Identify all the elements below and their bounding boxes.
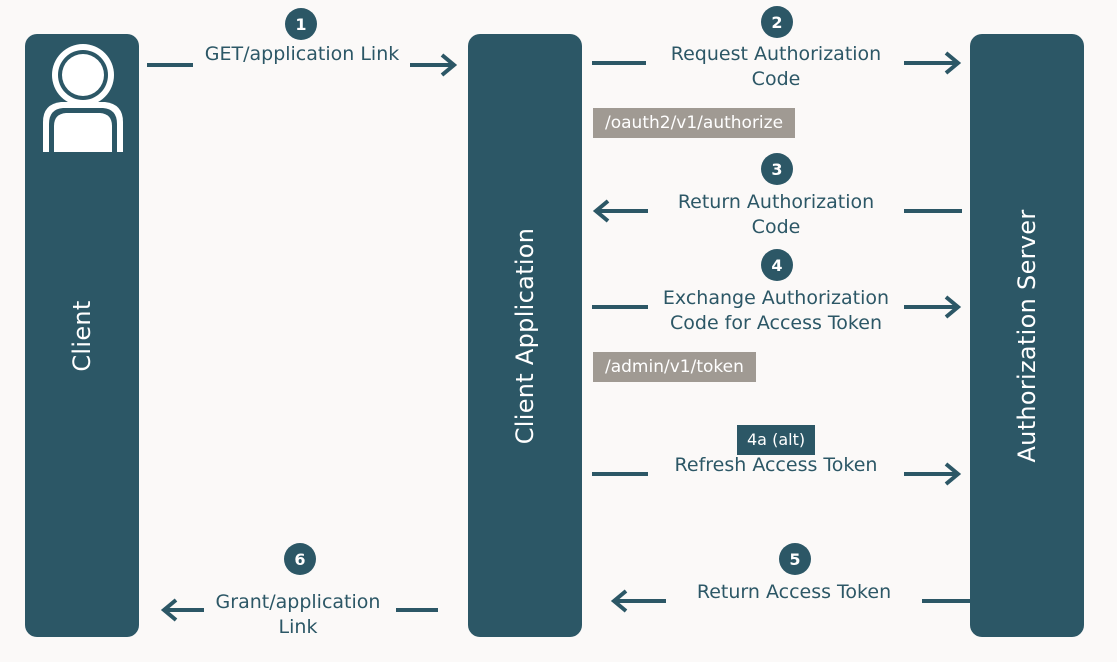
authorization-server-column: Authorization Server	[970, 34, 1084, 637]
step-1-badge: 1	[285, 8, 317, 40]
step-1-label: GET/application Link	[204, 43, 400, 65]
step-4-arrowhead	[944, 295, 962, 319]
step-3-label: Return Authorization Code	[677, 191, 875, 238]
step-4-label: Exchange Authorization Code for Access T…	[662, 287, 890, 334]
client-column: Client	[25, 34, 139, 637]
step-2-label: Request Authorization Code	[670, 43, 882, 90]
step-2-arrowhead	[944, 51, 962, 75]
token-endpoint: /admin/v1/token	[593, 352, 756, 382]
step-6-label: Grant/application Link	[215, 591, 381, 638]
user-icon	[43, 44, 123, 152]
step-5-arrowhead	[610, 589, 628, 613]
step-4a-label: Refresh Access Token	[674, 454, 878, 476]
step-5-label: Return Access Token	[696, 581, 892, 603]
client-application-column: Client Application	[468, 34, 582, 637]
step-4-badge: 4	[761, 249, 793, 281]
step-6-badge: 6	[284, 543, 316, 575]
step-4a-arrowhead	[944, 462, 962, 486]
step-1-arrowhead	[440, 53, 458, 77]
step-4a-badge: 4a (alt)	[737, 425, 816, 455]
authorize-endpoint: /oauth2/v1/authorize	[593, 108, 796, 138]
step-6-arrowhead	[160, 598, 178, 622]
step-3-badge: 3	[761, 153, 793, 185]
step-2-badge: 2	[761, 6, 793, 38]
step-5-badge: 5	[779, 543, 811, 575]
step-3-arrowhead	[592, 199, 610, 223]
